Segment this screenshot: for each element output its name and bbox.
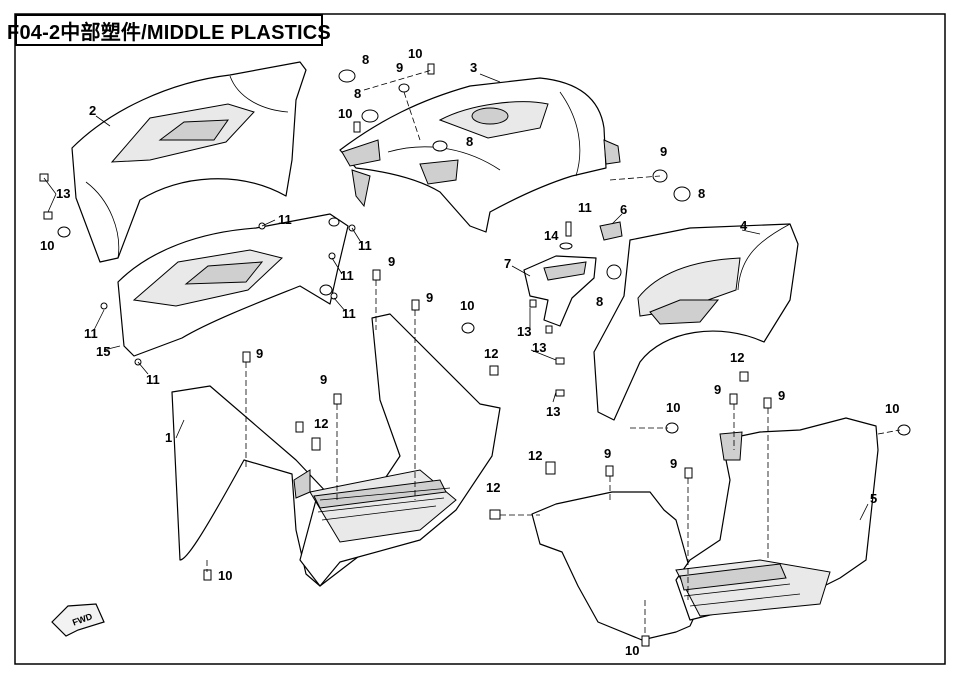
callout-8: 8	[362, 52, 369, 67]
callout-10: 10	[460, 298, 474, 313]
callout-10: 10	[40, 238, 54, 253]
callout-14: 14	[544, 228, 559, 243]
callout-12: 12	[528, 448, 542, 463]
callout-8: 8	[596, 294, 603, 309]
callout-5: 5	[870, 491, 877, 506]
callout-12: 12	[314, 416, 328, 431]
callout-9: 9	[396, 60, 403, 75]
part-2-left-side-cover	[71, 61, 307, 263]
callout-12: 12	[730, 350, 744, 365]
part-6-clip	[599, 221, 623, 241]
alignment-lines	[206, 69, 901, 636]
callout-9: 9	[604, 446, 611, 461]
callout-7: 7	[504, 256, 511, 271]
callout-8: 8	[698, 186, 705, 201]
callout-11: 11	[358, 238, 372, 253]
callout-11: 11	[578, 200, 592, 215]
callout-4: 4	[740, 218, 748, 233]
callout-15: 15	[96, 344, 110, 359]
title-box: F04-2中部塑件/MIDDLE PLASTICS	[7, 14, 331, 46]
callout-9: 9	[256, 346, 263, 361]
callout-9: 9	[388, 254, 395, 269]
callout-10: 10	[666, 400, 680, 415]
forward-direction-arrow: FWD	[51, 603, 105, 637]
callout-9: 9	[660, 144, 667, 159]
part-15-left-inner-panel	[117, 213, 349, 357]
callout-9: 9	[670, 456, 677, 471]
callout-10: 10	[218, 568, 232, 583]
callout-9: 9	[714, 382, 721, 397]
callout-labels: 1 2 3 4 5 6 7 8 8 8 8 8 9 9 9 9 9 9 9 9 …	[40, 46, 899, 658]
callout-12: 12	[484, 346, 498, 361]
callout-13: 13	[517, 324, 531, 339]
callout-11: 11	[84, 326, 98, 341]
part-4-right-side-cover	[593, 223, 799, 421]
callout-3: 3	[470, 60, 477, 75]
callout-13: 13	[56, 186, 70, 201]
callout-11: 11	[278, 212, 292, 227]
callout-11: 11	[146, 372, 160, 387]
callout-8: 8	[466, 134, 473, 149]
callout-10: 10	[885, 401, 899, 416]
callout-12: 12	[486, 480, 500, 495]
callout-13: 13	[532, 340, 546, 355]
callout-9: 9	[320, 372, 327, 387]
callout-11: 11	[342, 306, 356, 321]
diagram-frame	[14, 13, 946, 665]
callout-9: 9	[778, 388, 785, 403]
callout-11: 11	[340, 268, 354, 283]
callout-13: 13	[546, 404, 560, 419]
callout-9: 9	[426, 290, 433, 305]
callout-10: 10	[408, 46, 422, 61]
page-title: F04-2中部塑件/MIDDLE PLASTICS	[7, 21, 331, 44]
part-5-right-footwell	[531, 417, 879, 641]
callout-10: 10	[338, 106, 352, 121]
part-3-center-tank-cover	[339, 77, 621, 233]
callout-2: 2	[89, 103, 96, 118]
callout-10: 10	[625, 643, 639, 658]
callout-8: 8	[354, 86, 361, 101]
leader-lines	[43, 73, 869, 521]
part-7-bracket	[523, 255, 597, 327]
callout-1: 1	[165, 430, 172, 445]
part-1-left-footwell	[171, 313, 501, 587]
callout-6: 6	[620, 202, 627, 217]
